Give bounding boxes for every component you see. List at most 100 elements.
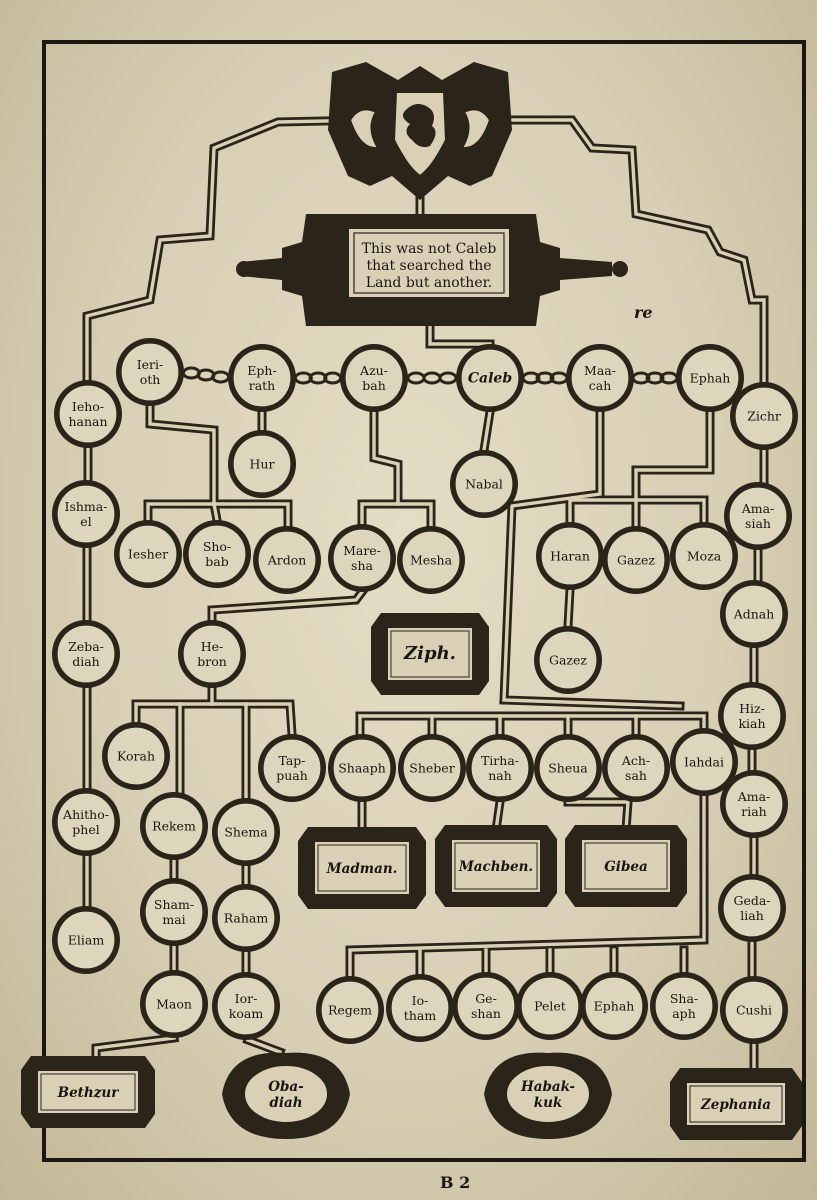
connector-line-inner — [360, 410, 400, 526]
cartouche-label-part: Habak- — [520, 1079, 575, 1095]
node-hebron: He-bron — [178, 620, 246, 688]
node-jahdai: Iahdai — [670, 728, 738, 796]
node-label: Maa- — [584, 363, 616, 378]
cartouche-panel — [243, 1064, 329, 1124]
connector-line-inner — [502, 410, 682, 708]
connector-line-inner — [148, 404, 216, 506]
cartouche-rule — [689, 1085, 783, 1123]
connector-line — [425, 321, 495, 349]
connector-line — [145, 401, 219, 509]
node-face — [538, 630, 598, 690]
node-label: diah — [72, 654, 100, 669]
node-gedaliah: Geda-liah — [718, 874, 786, 942]
node-ephah: Ephah — [676, 344, 744, 412]
node-caleb: Caleb — [456, 344, 524, 412]
node-face — [606, 738, 666, 798]
node-face — [144, 974, 204, 1034]
title-line-2: that searched the — [366, 258, 491, 274]
node-label: Sho- — [203, 539, 231, 554]
node-label: Ieri- — [137, 357, 164, 372]
node-jotham: Io-tham — [386, 974, 454, 1042]
node-face — [106, 726, 166, 786]
node-face — [402, 738, 462, 798]
node-shaaph: Shaaph — [328, 734, 396, 802]
node-label: Eliam — [68, 933, 105, 948]
node-face — [344, 348, 404, 408]
node-label: hanan — [68, 414, 107, 429]
cartouche-panel — [36, 1069, 140, 1115]
node-label: He- — [201, 639, 224, 654]
node-label: Adnah — [733, 607, 775, 622]
node-label: Ama- — [737, 789, 771, 804]
node-label: Hur — [250, 457, 275, 472]
node-label: puah — [276, 768, 308, 783]
node-label: Mare- — [343, 543, 381, 558]
cartouche-rule — [40, 1073, 136, 1111]
cartouche-panel — [580, 838, 672, 894]
connector-line-inner — [245, 1037, 283, 1055]
connector-line — [355, 711, 709, 733]
node-label: Tap- — [278, 753, 305, 768]
connector-line-inner — [210, 702, 294, 736]
node-label: el — [80, 514, 91, 529]
node-label: Hiz- — [739, 701, 765, 716]
cartouche-label-part: Oba- — [268, 1079, 304, 1095]
node-maacah: Maa-cah — [566, 344, 634, 412]
node-label: Rekem — [152, 819, 196, 834]
node-jorkoam: Ior-koam — [212, 972, 280, 1040]
connector-lines — [82, 115, 769, 1075]
node-label: Ach- — [621, 753, 650, 768]
node-face — [216, 888, 276, 948]
cartouche-label: Zephania — [700, 1097, 771, 1113]
node-label: aph — [672, 1006, 696, 1021]
coat-of-arms-emblem — [328, 62, 512, 200]
node-ephrath: Eph-rath — [228, 344, 296, 412]
node-face — [232, 434, 292, 494]
connector-line-inner — [210, 589, 365, 622]
node-face — [120, 342, 180, 402]
node-label: Zeba- — [68, 639, 104, 654]
node-ahithophel: Ahitho-phel — [52, 788, 120, 856]
node-label: liah — [740, 908, 764, 923]
cartouche-gibea: Gibea — [565, 825, 687, 907]
connector-line-inner — [568, 410, 712, 524]
node-face — [654, 976, 714, 1036]
node-raham: Raham — [212, 884, 280, 952]
cartouche-label: Madman. — [326, 861, 398, 877]
node-label: bron — [197, 654, 227, 669]
node-face — [144, 796, 204, 856]
node-face — [722, 878, 782, 938]
node-label: Raham — [224, 911, 269, 926]
node-label: phel — [72, 822, 99, 837]
node-face — [584, 976, 644, 1036]
node-face — [232, 348, 292, 408]
connector-line — [393, 499, 436, 531]
cartouche-rule — [584, 842, 668, 890]
title-line-3: Land but another. — [366, 275, 492, 291]
node-label: mai — [162, 912, 185, 927]
node-label: cah — [589, 378, 612, 393]
chain-link — [422, 371, 442, 385]
node-face — [58, 384, 118, 444]
node-label: tham — [404, 1008, 437, 1023]
node-haran: Haran — [536, 522, 604, 590]
node-zebadiah: Zeba-diah — [52, 620, 120, 688]
node-label: Maon — [156, 997, 192, 1012]
cartouche-ziph: Ziph. — [371, 613, 489, 695]
connector-line-inner — [566, 800, 630, 832]
node-face — [538, 738, 598, 798]
cartouche-rule — [317, 844, 407, 892]
node-label: shan — [471, 1006, 501, 1021]
node-label: Io- — [412, 993, 429, 1008]
cartouche-obadiah: Oba-diahOba-diah — [222, 1052, 350, 1139]
node-label: riah — [741, 804, 766, 819]
connector-line-inner — [566, 588, 572, 628]
node-label: Tirha- — [481, 753, 519, 768]
cartouche-label-part: kuk — [534, 1095, 563, 1111]
node-eliam: Eliam — [52, 906, 120, 974]
node-label: sha — [351, 558, 373, 573]
node-azubah: Azu-bah — [340, 344, 408, 412]
node-face — [722, 686, 782, 746]
